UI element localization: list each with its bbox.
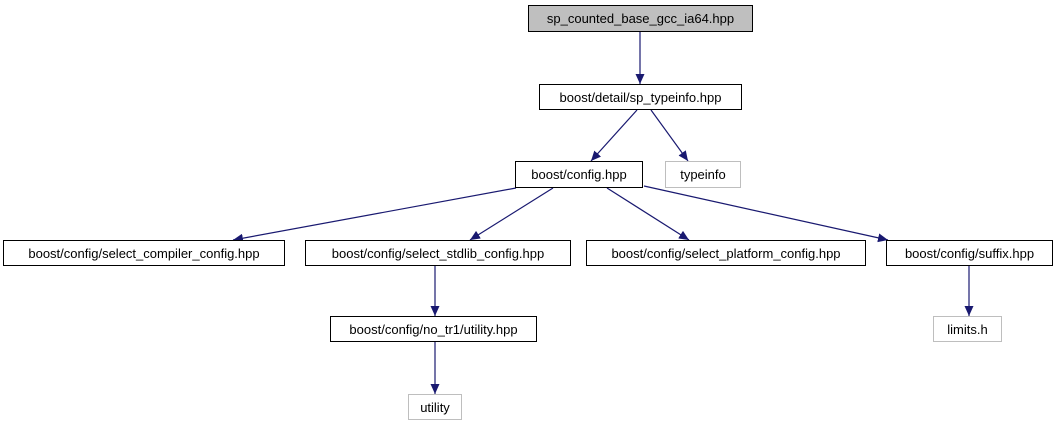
- edge-config-to-select_platform_config: [606, 187, 690, 241]
- edge-config-to-suffix: [643, 185, 889, 243]
- node-sp_counted_base_gcc_ia64: sp_counted_base_gcc_ia64.hpp: [528, 5, 753, 32]
- node-typeinfo: typeinfo: [665, 161, 741, 188]
- node-select_compiler_config[interactable]: boost/config/select_compiler_config.hpp: [3, 240, 285, 266]
- edge-sp_typeinfo-to-config: [590, 109, 638, 162]
- node-utility: utility: [408, 394, 462, 420]
- edge-sp_typeinfo-to-typeinfo: [650, 109, 689, 162]
- edge-config-to-select_compiler_config: [232, 187, 517, 243]
- node-sp_typeinfo[interactable]: boost/detail/sp_typeinfo.hpp: [539, 84, 742, 110]
- node-suffix[interactable]: boost/config/suffix.hpp: [886, 240, 1053, 266]
- node-no_tr1_utility[interactable]: boost/config/no_tr1/utility.hpp: [330, 316, 537, 342]
- edge-config-to-select_stdlib_config: [469, 187, 554, 241]
- node-config[interactable]: boost/config.hpp: [515, 161, 643, 188]
- node-limits_h: limits.h: [933, 316, 1002, 342]
- node-select_stdlib_config[interactable]: boost/config/select_stdlib_config.hpp: [305, 240, 571, 266]
- node-select_platform_config[interactable]: boost/config/select_platform_config.hpp: [586, 240, 866, 266]
